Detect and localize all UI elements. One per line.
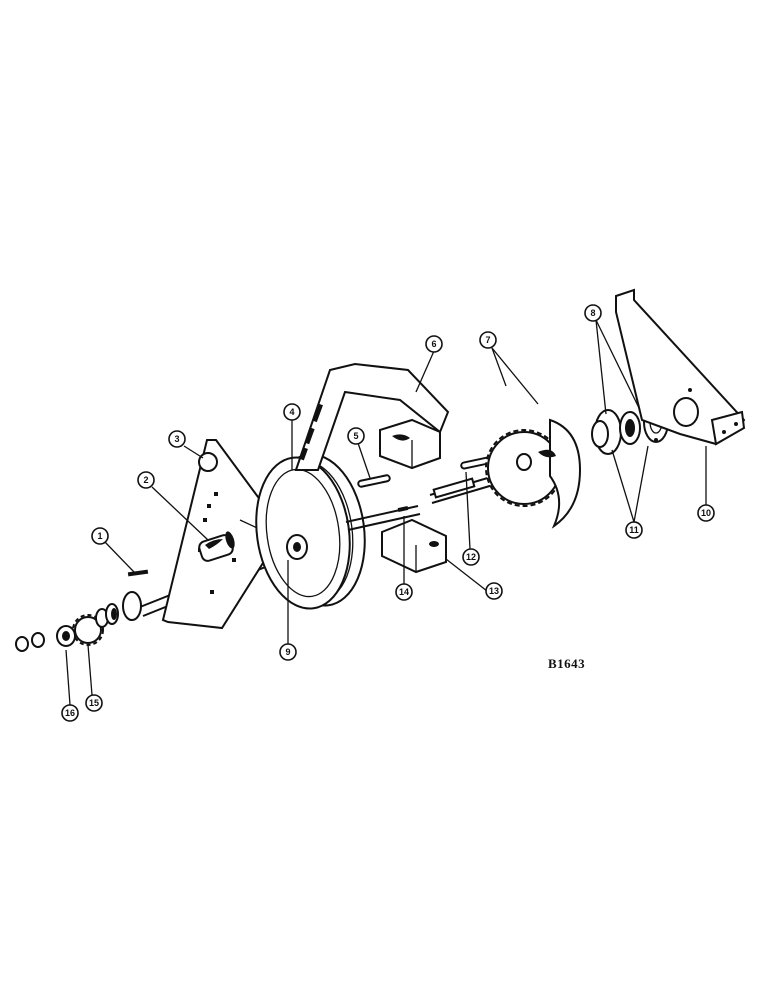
bearing-block-lower <box>381 518 447 574</box>
svg-text:11: 11 <box>629 525 639 535</box>
svg-text:6: 6 <box>431 339 436 349</box>
shaft-piece <box>345 505 421 531</box>
svg-text:8: 8 <box>590 308 595 318</box>
bracket <box>294 362 450 471</box>
svg-text:3: 3 <box>174 434 179 444</box>
callout-10: 10 <box>697 504 715 522</box>
callout-16: 16 <box>61 704 79 722</box>
callout-8: 8 <box>584 304 602 322</box>
key-5 <box>357 474 391 488</box>
key-1 <box>127 569 149 577</box>
bushing <box>198 531 235 562</box>
side-bracket <box>615 288 746 446</box>
callout-15: 15 <box>85 694 103 712</box>
svg-text:2: 2 <box>143 475 148 485</box>
callout-7: 7 <box>479 331 497 349</box>
svg-text:7: 7 <box>485 335 490 345</box>
leader-lines <box>65 319 707 706</box>
svg-text:9: 9 <box>285 647 290 657</box>
callout-1: 1 <box>91 527 109 545</box>
callout-2: 2 <box>137 471 155 489</box>
bearing-block-upper <box>379 418 441 470</box>
callout-9: 9 <box>279 643 297 661</box>
callout-3: 3 <box>168 430 186 448</box>
svg-text:4: 4 <box>289 407 294 417</box>
callout-6: 6 <box>425 335 443 353</box>
svg-text:16: 16 <box>65 708 75 718</box>
svg-text:15: 15 <box>89 698 99 708</box>
svg-text:5: 5 <box>353 431 358 441</box>
callout-5: 5 <box>347 427 365 445</box>
small-sprocket-assembly <box>15 591 142 652</box>
large-sprocket <box>485 418 582 529</box>
svg-text:13: 13 <box>489 586 499 596</box>
v-belt-pulley <box>255 453 366 610</box>
shaft-segment <box>432 477 476 499</box>
svg-text:14: 14 <box>399 587 409 597</box>
callout-12: 12 <box>462 548 480 566</box>
callout-14: 14 <box>395 583 413 601</box>
callout-13: 13 <box>485 582 503 600</box>
svg-text:12: 12 <box>466 552 476 562</box>
svg-text:1: 1 <box>97 531 102 541</box>
callout-4: 4 <box>283 403 301 421</box>
svg-text:10: 10 <box>701 508 711 518</box>
callout-11: 11 <box>625 521 643 539</box>
drawing-code: B1643 <box>548 656 586 671</box>
